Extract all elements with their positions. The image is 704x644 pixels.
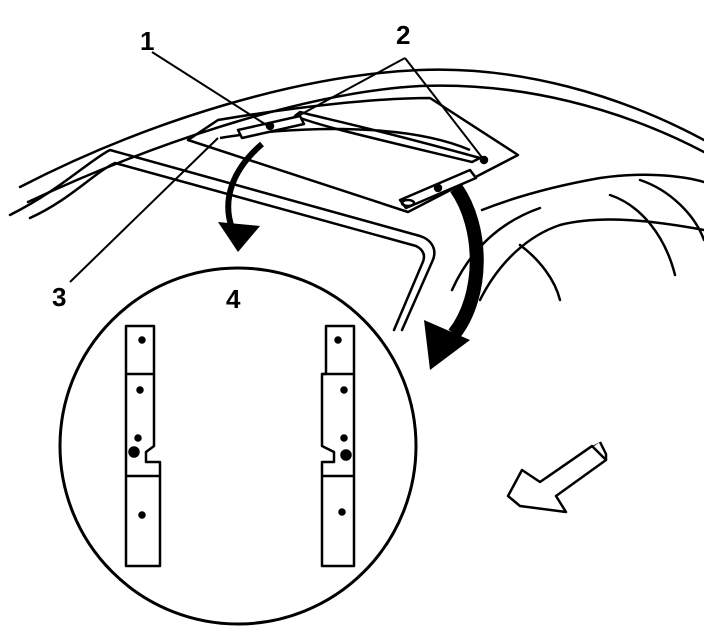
bracket-right	[320, 324, 356, 568]
arrow-left-curve	[225, 141, 264, 230]
roof-rail-left-inner	[28, 161, 426, 332]
sunroof-panel	[186, 96, 520, 214]
arrow-right-head	[424, 320, 470, 370]
bracket-left-stud	[128, 446, 140, 458]
detail-circle	[58, 266, 418, 626]
roof-outer-edge	[18, 68, 704, 189]
rear-bracket-slot	[400, 198, 416, 208]
roof-inner-edge	[26, 84, 704, 204]
window-frame-right	[608, 193, 677, 277]
vehicle-roof	[8, 68, 704, 332]
leader-1	[151, 51, 269, 127]
leader-2b	[404, 57, 485, 161]
callout-4: 4	[226, 284, 241, 314]
roof-rail-right	[480, 173, 704, 212]
bracket-left	[124, 324, 162, 568]
leader-3	[69, 137, 219, 283]
rear-bracket-hole	[433, 183, 443, 193]
pillar-lower-right	[518, 243, 562, 302]
sunroof-glass	[293, 110, 482, 164]
window-frame-right-2	[638, 178, 704, 242]
front-direction-arrow	[506, 441, 608, 514]
arrow-right-curve	[448, 183, 484, 339]
sunroof-frame	[186, 96, 520, 214]
callout-1: 1	[140, 26, 154, 56]
detail-arrows	[218, 141, 484, 370]
pillar-right-outer	[450, 206, 542, 292]
callout-2: 2	[396, 20, 410, 50]
leader-2a	[297, 57, 406, 117]
callout-3: 3	[52, 282, 66, 312]
bracket-right-stud	[340, 449, 352, 461]
pillar-right-mid	[478, 218, 704, 302]
detail-view	[58, 266, 418, 626]
callout-labels: 1 2 3 4	[52, 20, 410, 314]
roof-rail-left	[8, 148, 436, 332]
arrow-left-head	[218, 222, 260, 252]
